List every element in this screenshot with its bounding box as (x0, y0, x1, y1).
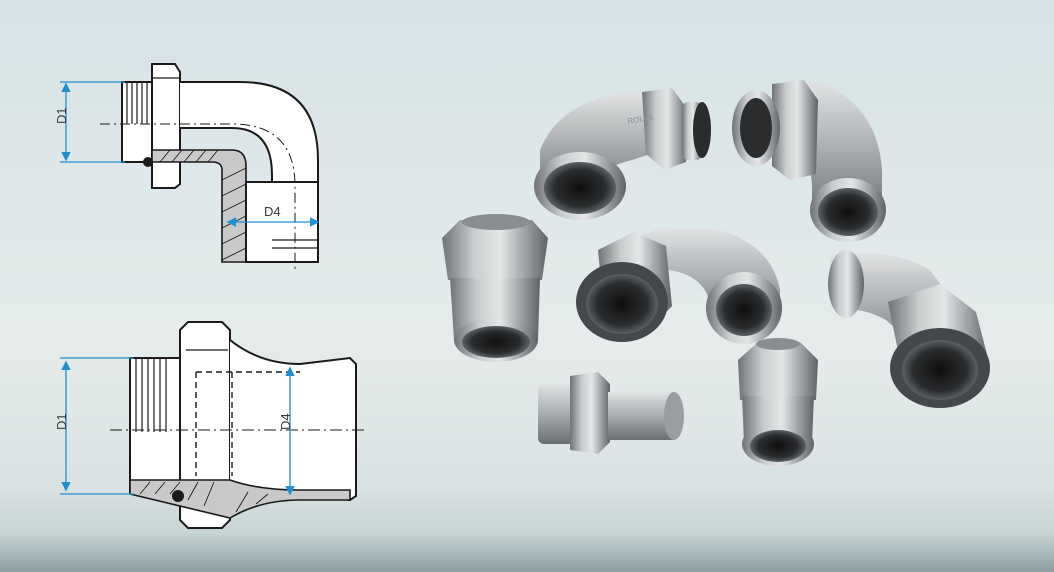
elbow-hex-nut (151, 63, 181, 189)
elbow-drawing (100, 63, 319, 272)
straight-dimensions (60, 357, 295, 496)
straight-thread-lines (135, 358, 167, 432)
straight-section-cut (129, 479, 351, 519)
fitting-straight-1 (442, 214, 548, 362)
elbow-d1-label: D1 (54, 107, 69, 124)
straight-d4-label: D4 (278, 413, 293, 430)
straight-d1-label: D1 (54, 413, 69, 430)
elbow-section-cut (151, 149, 247, 263)
fittings-photo: ROLLS (442, 80, 990, 466)
technical-drawings: D1 D4 (54, 63, 366, 529)
straight-hex-nut (179, 321, 231, 529)
elbow-centerline (100, 123, 296, 272)
straight-o-ring (172, 490, 184, 502)
straight-drawing (110, 321, 366, 529)
elbow-thread-lines (126, 82, 148, 124)
elbow-o-ring (143, 157, 153, 167)
fitting-straight-2 (538, 372, 684, 454)
straight-thread-body (129, 357, 181, 493)
fitting-elbow-4 (828, 250, 990, 408)
elbow-d4-label: D4 (264, 204, 281, 219)
fitting-straight-3 (738, 338, 818, 466)
fitting-elbow-2 (732, 80, 886, 242)
fitting-elbow-3 (576, 228, 782, 344)
elbow-dimensions (60, 81, 320, 227)
straight-hatch (139, 481, 269, 513)
fitting-elbow-1: ROLLS (534, 88, 711, 220)
horizon-haze (0, 532, 1054, 572)
fitting-stamp: ROLLS (627, 113, 654, 126)
elbow-hatch (159, 149, 247, 261)
